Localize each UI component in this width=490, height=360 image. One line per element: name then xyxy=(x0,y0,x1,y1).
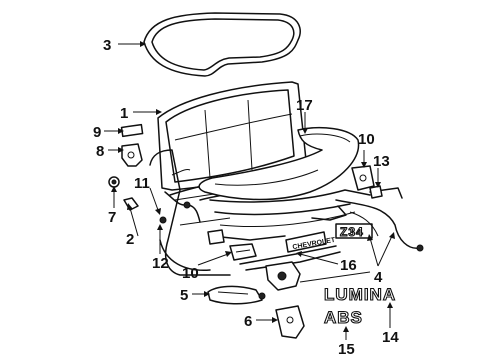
callout-14: 14 xyxy=(382,329,399,346)
lock-cylinder xyxy=(108,176,120,188)
callout-16: 16 xyxy=(340,257,357,274)
callout-8: 8 xyxy=(96,143,104,160)
callout-10-right: 10 xyxy=(358,131,375,148)
release-cable xyxy=(159,191,201,224)
leader-lines xyxy=(104,41,395,340)
callout-10-left: 10 xyxy=(182,265,199,282)
lid-latch xyxy=(265,261,301,291)
callout-7: 7 xyxy=(108,209,116,226)
callout-6: 6 xyxy=(244,313,252,330)
rear-bumper xyxy=(209,189,371,241)
lumina-emblem: LUMINA xyxy=(323,284,396,304)
abs-emblem-text: ABS xyxy=(324,308,363,327)
lid-hinge-arm xyxy=(369,185,403,199)
callout-labels: 3 1 17 9 8 10 13 11 7 2 12 10 16 4 5 6 1… xyxy=(93,37,399,358)
callout-2: 2 xyxy=(126,231,134,248)
z34-emblem: Z34 xyxy=(335,223,373,240)
lumina-emblem-text: LUMINA xyxy=(324,285,396,304)
abs-emblem: ABS xyxy=(323,307,363,327)
callout-3: 3 xyxy=(103,37,111,54)
callout-12: 12 xyxy=(152,255,169,272)
hinge-right xyxy=(351,165,375,191)
callout-11: 11 xyxy=(134,175,150,192)
z34-emblem-text: Z34 xyxy=(340,225,364,239)
rear-spoiler xyxy=(198,126,360,201)
bumper-pad xyxy=(120,123,144,138)
callout-1: 1 xyxy=(120,105,128,122)
callout-17: 17 xyxy=(296,97,313,114)
callout-13: 13 xyxy=(373,153,390,170)
weatherstrip-seal xyxy=(143,12,301,77)
lid-latch-small xyxy=(207,229,225,245)
callout-9: 9 xyxy=(93,124,101,141)
callout-4: 4 xyxy=(374,269,383,286)
callout-5: 5 xyxy=(180,287,188,304)
hinge-bracket xyxy=(121,143,143,167)
latch-striker-left xyxy=(229,243,257,261)
torsion-rods xyxy=(239,245,341,271)
chevrolet-emblem: CHEVROLET xyxy=(285,231,336,253)
wire-harness xyxy=(311,199,424,252)
callout-15: 15 xyxy=(338,341,355,358)
release-actuator xyxy=(207,285,266,305)
striker-bracket xyxy=(275,305,305,339)
